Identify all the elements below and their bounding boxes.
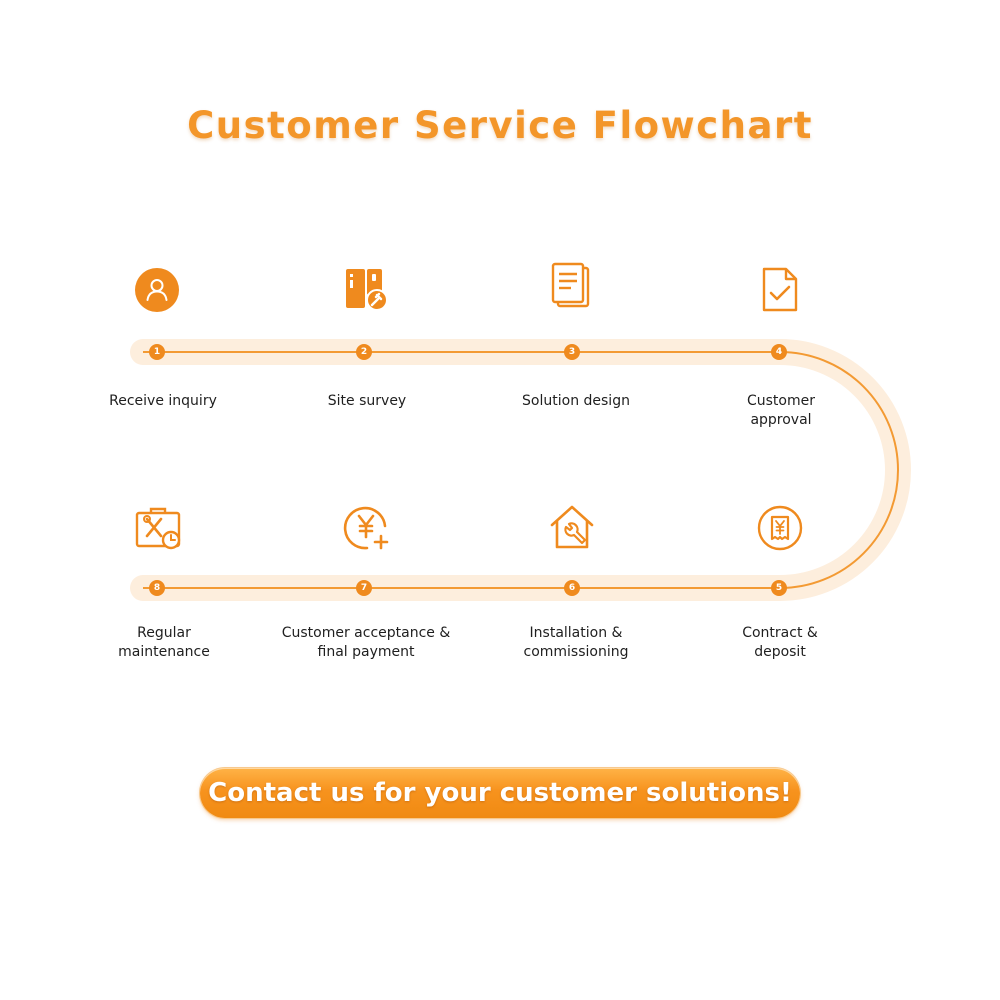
step-label-regular-maintenance: Regular maintenance — [118, 625, 210, 660]
step-label-acceptance-payment: Customer acceptance & final payment — [281, 625, 451, 660]
step-number-1: 1 — [149, 344, 165, 360]
step-number-8: 8 — [149, 580, 165, 596]
step-number-5: 5 — [771, 580, 787, 596]
document-check-icon — [756, 266, 804, 314]
page-title: Customer Service Flowchart — [187, 104, 813, 147]
step-number-4: 4 — [771, 344, 787, 360]
step-number-7: 7 — [356, 580, 372, 596]
step-label-customer-approval: Customer approval — [746, 393, 815, 428]
step-number-6: 6 — [564, 580, 580, 596]
step-label-receive-inquiry: Receive inquiry — [109, 393, 217, 409]
document-icon — [547, 262, 595, 310]
house-wrench-icon — [548, 503, 596, 551]
step-label-solution-design: Solution design — [522, 393, 630, 409]
step-number-2: 2 — [356, 344, 372, 360]
yuan-receipt-icon — [756, 504, 804, 552]
step-label-contract-deposit: Contract & deposit — [742, 625, 818, 660]
step-label-installation-commissioning: Installation & commissioning — [523, 625, 629, 660]
user-icon — [133, 266, 181, 314]
survey-tools-icon — [342, 266, 390, 314]
step-label-site-survey: Site survey — [327, 393, 407, 409]
toolbox-clock-icon — [134, 504, 182, 552]
yuan-plus-icon — [343, 504, 391, 552]
contact-us-button[interactable]: Contact us for your customer solutions! — [200, 768, 800, 818]
step-number-3: 3 — [564, 344, 580, 360]
